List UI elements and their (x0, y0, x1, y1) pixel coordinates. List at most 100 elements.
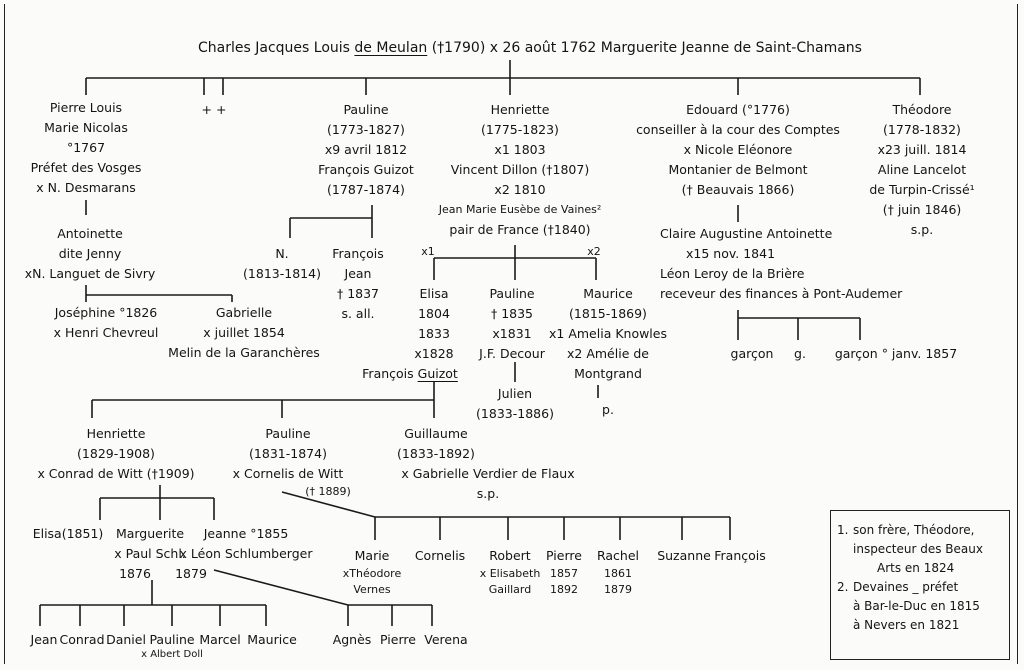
marguerite-line: Marguerite (115, 526, 185, 541)
elisa1-line: x1828 (414, 346, 454, 361)
gc-pauline-spouse: x Albert Doll (141, 649, 203, 660)
pauline1-node: Pauline (1773-1827) x9 avril 1812 Franço… (318, 100, 414, 200)
pauline1-line: Pauline (343, 102, 389, 117)
child-dates: 1861 (604, 567, 632, 580)
jeanne-line: x Léon Schlumberger (179, 546, 313, 561)
jeanne-line: 1879 (175, 566, 207, 581)
antoinette-node: Antoinette dite Jenny xN. Languet de Siv… (25, 224, 156, 284)
footnote-number: 1. (837, 523, 849, 537)
claire-node: Claire Augustine Antoinette x15 nov. 184… (660, 224, 902, 304)
pauline1-line: (1773-1827) (327, 122, 405, 137)
dewitt-child: Rachel 1861 1879 (597, 546, 639, 598)
dewitt-child: François (714, 546, 766, 566)
theodore-line: x23 juill. 1814 (877, 142, 967, 157)
n-node: N. (1813-1814) (243, 244, 321, 284)
edouard-node: Edouard (°1776) conseiller à la cour des… (636, 100, 840, 200)
antoinette-line: Antoinette (57, 226, 123, 241)
henriette2-line: Henriette (86, 426, 146, 441)
elisa1-node: Elisa 1804 1833 x1828 (414, 284, 453, 364)
guillaume-line: Guillaume (404, 426, 468, 441)
child-name: François (714, 548, 766, 563)
julien-line: Julien (497, 386, 533, 401)
pauline3-line: x Cornelis de Witt (232, 466, 344, 481)
pierre-line: Pierre Louis (49, 100, 123, 115)
elisa1-line: 1833 (418, 326, 450, 341)
child-name: Robert (489, 548, 531, 563)
child-name: Pierre (546, 548, 582, 563)
dewitt-child: Marie xThéodore Vernes (343, 546, 401, 598)
claire-line: x15 nov. 1841 (686, 246, 776, 261)
child-spouse: xThéodore (342, 567, 402, 580)
edouard-line: Montanier de Belmont (668, 162, 808, 177)
dewitt-child: Pierre 1857 1892 (546, 546, 582, 598)
edouard-line: († Beauvais 1866) (681, 182, 795, 197)
pauline2-line: Pauline (489, 286, 535, 301)
francois-jean-line: François (332, 246, 384, 261)
guillaume-line: x Gabrielle Verdier de Flaux (401, 466, 575, 481)
henriette1-line: pair de France (†1840) (449, 222, 591, 237)
child-dates: 1857 (550, 567, 578, 580)
gc-jean: Jean (30, 632, 58, 647)
josephine-line: Joséphine °1826 (54, 305, 158, 320)
child-spouse: x Elisabeth (479, 567, 541, 580)
josephine-line: x Henri Chevreul (53, 325, 159, 340)
gc-agnes: Agnès (332, 632, 372, 647)
guizot-name: Guizot (417, 366, 458, 381)
pierre-line: Marie Nicolas (44, 120, 128, 135)
line (281, 491, 376, 518)
gabrielle-line: Melin de la Garanchères (168, 345, 320, 360)
henriette1-line: Henriette (490, 102, 550, 117)
marguerite-node: Marguerite x Paul Schl. 1876 (114, 524, 186, 584)
line (213, 569, 349, 606)
francois-jean-line: s. all. (341, 306, 375, 321)
francois-jean-line: Jean (344, 266, 372, 281)
guillaume-line: (1833-1892) (397, 446, 475, 461)
pauline1-line: (1787-1874) (327, 182, 405, 197)
gc-pierre: Pierre (380, 632, 416, 647)
child-spouse: Vernes (353, 583, 391, 596)
maurice-line: Maurice (583, 286, 633, 301)
garcon-3: garçon ° janv. 1857 (834, 346, 958, 361)
pauline1-line: x9 avril 1812 (324, 142, 408, 157)
footnotes-box: 1. son frère, Théodore, inspecteur des B… (830, 510, 1010, 660)
theodore-line: s.p. (910, 222, 934, 237)
marguerite-line: 1876 (119, 566, 151, 581)
maurice-line: x2 Amélie de (567, 346, 649, 361)
guillaume-node: Guillaume (1833-1892) x Gabrielle Verdie… (397, 424, 575, 504)
claire-line: Claire Augustine Antoinette (660, 226, 833, 241)
pauline2-line: J.F. Decour (479, 346, 545, 361)
x1-mark: x1 (421, 245, 435, 258)
jeanne-node: Jeanne °1855 x Léon Schlumberger 1879 (175, 524, 313, 584)
child-name: Suzanne (657, 548, 711, 563)
elisa1-line: Elisa (419, 286, 449, 301)
pauline2-node: Pauline † 1835 x1831 J.F. Decour (479, 284, 545, 364)
gc-maurice: Maurice (247, 632, 297, 647)
pauline2-line: x1831 (492, 326, 532, 341)
gc-daniel: Daniel (106, 632, 146, 647)
edouard-line: x Nicole Eléonore (683, 142, 793, 157)
henriette2-line: x Conrad de Witt (†1909) (37, 466, 195, 481)
gc-marcel: Marcel (199, 632, 241, 647)
garcon-2: g. (794, 346, 806, 361)
marguerite-line: x Paul Schl. (114, 546, 186, 561)
maurice-line: (1815-1869) (569, 306, 647, 321)
pauline2-line: † 1835 (490, 306, 534, 321)
julien-line: (1833-1886) (476, 406, 554, 421)
gabrielle-node: Gabrielle x juillet 1854 Melin de la Gar… (168, 303, 320, 363)
pauline3-line: (1831-1874) (249, 446, 327, 461)
pauline3-line: Pauline (265, 426, 311, 441)
gabrielle-line: Gabrielle (215, 305, 273, 320)
root-name: de Meulan (354, 40, 428, 56)
gabrielle-line: x juillet 1854 (203, 325, 285, 340)
pierre-line: °1767 (66, 140, 106, 155)
pierre-line: x N. Desmarans (36, 180, 136, 195)
jeanne-line: Jeanne °1855 (203, 526, 289, 541)
footnote-number: 2. (837, 580, 849, 594)
theodore-node: Théodore (1778-1832) x23 juill. 1814 Ali… (869, 100, 974, 240)
gc-conrad: Conrad (59, 632, 105, 647)
gc-pauline-name: Pauline (149, 632, 195, 647)
n-line: (1813-1814) (243, 266, 321, 281)
maurice-line: p. (602, 402, 614, 417)
child-name: Rachel (596, 548, 640, 563)
